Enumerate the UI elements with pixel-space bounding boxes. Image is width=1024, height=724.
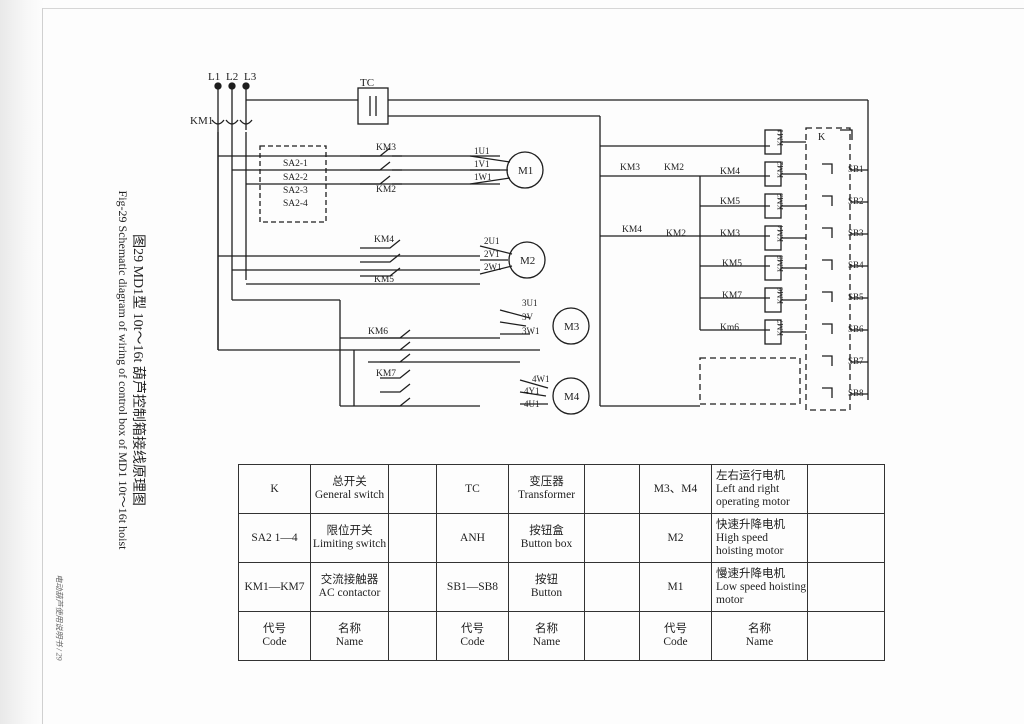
switch-sb3: SB3 [848,228,864,238]
m2-term-v: 2V1 [484,249,500,259]
coil-km2: KM2 [776,161,785,178]
coil-km1: KM1 [776,129,785,146]
switch-sb6: SB6 [848,324,864,334]
legend-code: SA2 1—4 [238,513,311,563]
motor-m2-label: M2 [520,255,535,267]
switch-sb4: SB4 [848,260,864,270]
m3-term-u: 3U1 [522,298,538,308]
motor-m3-label: M3 [564,321,580,333]
ctrl-r2-c1: KM5 [720,197,740,207]
sa-label-4: SA2-4 [283,199,308,209]
m4-term-y: 4Y1 [524,386,540,396]
switch-sb7: SB7 [848,356,864,366]
sa-label-1: SA2-1 [283,159,308,169]
km3-label: KM3 [376,143,396,153]
km5-label: KM5 [374,275,394,285]
legend-code: ANH [436,513,509,563]
legend-code: KM1—KM7 [238,562,311,612]
legend-code: M2 [639,513,712,563]
sa-label-3: SA2-3 [283,186,308,196]
m3-term-w: 3W1 [522,326,540,336]
ctrl-r4-c1: KM5 [722,259,742,269]
legend-code: M3、M4 [639,464,712,514]
ctrl-r1-c3: KM4 [720,167,740,177]
ctrl-r6-c1: Km6 [720,323,739,333]
binding-shadow [0,0,44,724]
m2-term-w: 2W1 [484,262,502,272]
switch-sb5: SB5 [848,292,864,302]
page-border-top [42,8,1024,9]
legend-code: M1 [639,562,712,612]
coil-km5: KM5 [776,255,785,272]
km7-label: KM7 [376,369,396,379]
coil-km6: KM6 [776,287,785,304]
coil-km4: KM4 [776,225,785,242]
phase-label-l1: L1 [208,71,220,83]
switch-sb1: SB1 [848,164,864,174]
legend-code: K [238,464,311,514]
ctrl-r3-c2: KM2 [666,229,686,239]
m2-term-u: 2U1 [484,236,500,246]
phase-label-l3: L3 [244,71,257,83]
km6-label: KM6 [368,327,388,337]
m1-term-u: 1U1 [474,146,490,156]
km4-label: KM4 [374,235,394,245]
m1-term-w: 1W1 [474,172,492,182]
phase-label-l2: L2 [226,71,238,83]
ctrl-r3-c3: KM3 [720,229,740,239]
switch-sb8: SB8 [848,388,864,398]
coil-km3: KM3 [776,193,785,210]
m4-term-u: 4U1 [524,399,540,409]
sa-label-2: SA2-2 [283,173,308,183]
motor-m4-label: M4 [564,391,580,403]
ctrl-r5-c1: KM7 [722,291,742,301]
km1-label: KM1 [190,115,213,127]
legend-code: TC [436,464,509,514]
m1-term-v: 1V1 [474,159,490,169]
motor-m1-label: M1 [518,165,533,177]
ctrl-r3-c1: KM4 [622,225,642,235]
page-border-left [42,8,43,724]
m4-term-w: 4W1 [532,374,550,384]
m3-term-v: 3V [522,312,534,322]
legend-code: SB1—SB8 [436,562,509,612]
tc-label: TC [360,77,374,89]
ctrl-r1-c1: KM3 [620,163,640,173]
km2-label: KM2 [376,185,396,195]
k-label: K [818,132,826,143]
ctrl-r1-c2: KM2 [664,163,684,173]
coil-km7: KM7 [776,319,785,336]
switch-sb2: SB2 [848,196,864,206]
